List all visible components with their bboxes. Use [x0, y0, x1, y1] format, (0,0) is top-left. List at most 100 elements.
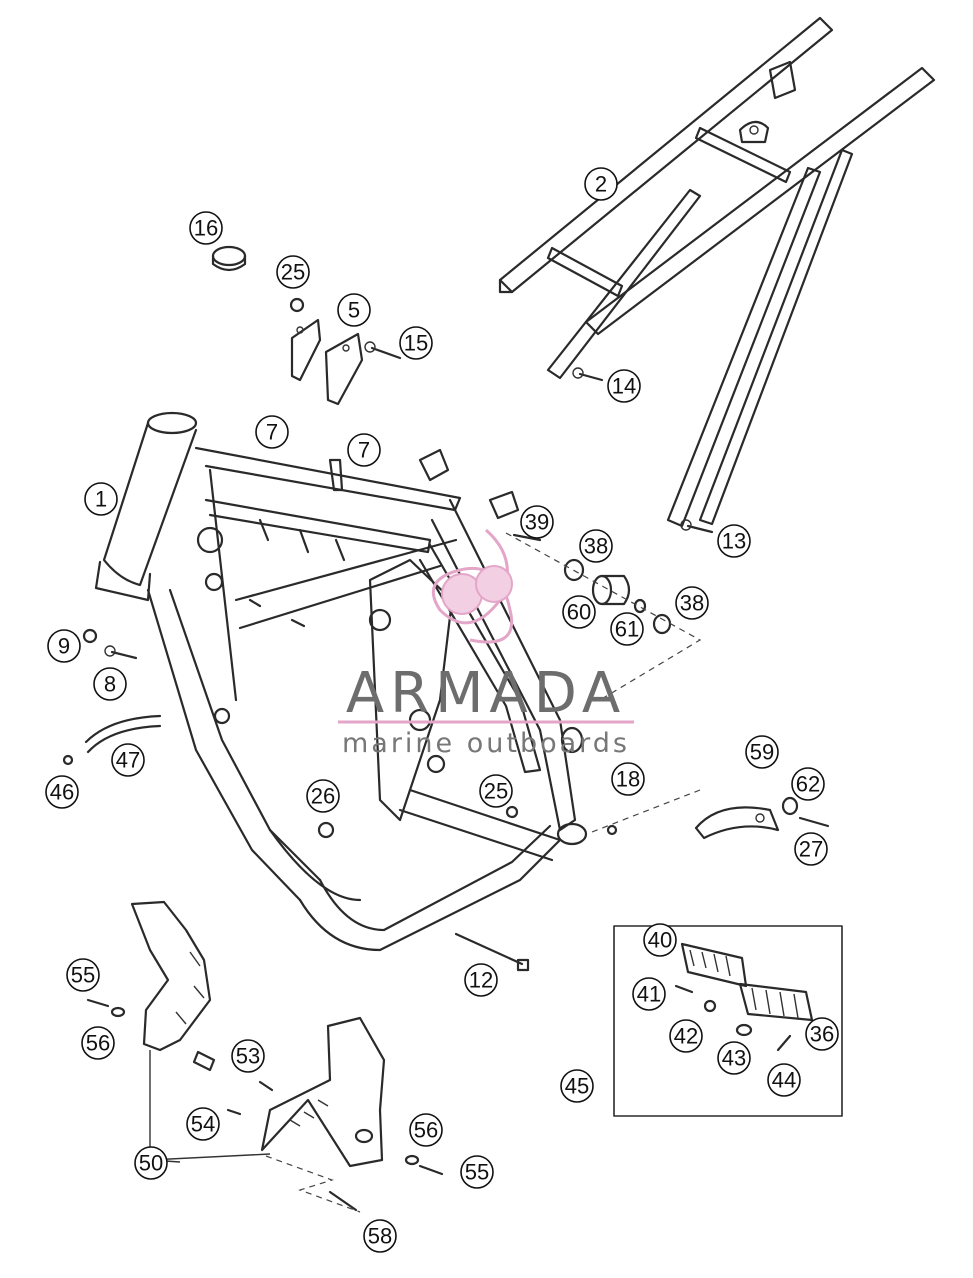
- callout-62-text: 62: [796, 772, 820, 797]
- callout-44: 44: [767, 1063, 801, 1097]
- cap-16: [211, 245, 247, 272]
- callout-43: 43: [717, 1041, 751, 1075]
- callout-40: 40: [643, 923, 677, 957]
- callout-9: 9: [47, 629, 81, 663]
- callout-58: 58: [363, 1219, 397, 1253]
- callout-27-text: 27: [799, 837, 823, 862]
- callout-38b-text: 38: [680, 591, 704, 616]
- washer-56-right: [404, 1154, 420, 1166]
- footpeg-kit-box: [613, 925, 843, 1117]
- callout-7a: 7: [255, 415, 289, 449]
- callout-16-text: 16: [194, 216, 218, 241]
- callout-56b: 56: [409, 1113, 443, 1147]
- callout-45: 45: [560, 1069, 594, 1103]
- callout-46: 46: [45, 775, 79, 809]
- bracket-5: [290, 318, 364, 406]
- callout-7b: 7: [347, 433, 381, 467]
- callout-5: 5: [337, 293, 371, 327]
- callout-39-text: 39: [525, 510, 549, 535]
- callout-55b: 55: [460, 1155, 494, 1189]
- callout-56a-text: 56: [86, 1031, 110, 1056]
- callout-16: 16: [189, 211, 223, 245]
- subframe: [498, 16, 936, 528]
- callout-27: 27: [794, 832, 828, 866]
- frame-protector-right: [260, 1016, 386, 1168]
- plug-18: [606, 824, 618, 836]
- callout-13: 13: [717, 524, 751, 558]
- frame-protector-left: [130, 900, 212, 1052]
- screw-58: [328, 1190, 358, 1212]
- main-frame: [94, 411, 588, 952]
- callout-18-text: 18: [616, 767, 640, 792]
- callout-47: 47: [111, 743, 145, 777]
- callout-43-text: 43: [722, 1046, 746, 1071]
- callout-8: 8: [93, 667, 127, 701]
- callout-54-text: 54: [191, 1112, 215, 1137]
- callout-2-text: 2: [595, 172, 607, 197]
- callout-36-text: 36: [810, 1022, 834, 1047]
- nut-25-top: [289, 297, 305, 313]
- spacer-53: [192, 1050, 216, 1072]
- callout-25b-text: 25: [484, 779, 508, 804]
- callout-26-text: 26: [311, 784, 335, 809]
- spring-42: [703, 999, 717, 1013]
- screw-55-right: [418, 1164, 444, 1176]
- callout-14-text: 14: [612, 374, 636, 399]
- watermark-subtitle: marine outboards: [342, 728, 630, 759]
- callout-55b-text: 55: [465, 1160, 489, 1185]
- callout-1-text: 1: [95, 487, 107, 512]
- callout-42-text: 42: [674, 1024, 698, 1049]
- screw-55-left: [86, 998, 110, 1008]
- callout-38a: 38: [579, 529, 613, 563]
- callout-56a: 56: [81, 1026, 115, 1060]
- washer-43: [735, 1023, 753, 1037]
- bushing-38a: [563, 558, 585, 582]
- sleeve-61: [633, 598, 647, 614]
- callout-26: 26: [306, 779, 340, 813]
- watermark-petal-icon: [475, 565, 513, 603]
- callout-53: 53: [231, 1039, 265, 1073]
- callout-58-text: 58: [368, 1224, 392, 1249]
- hose-47: [84, 714, 162, 754]
- watermark-title: ARMADA: [346, 661, 626, 726]
- callout-47-text: 47: [116, 748, 140, 773]
- callout-39: 39: [520, 505, 554, 539]
- callout-55a-text: 55: [71, 963, 95, 988]
- callout-40-text: 40: [648, 928, 672, 953]
- callout-45-text: 45: [565, 1074, 589, 1099]
- callout-41-text: 41: [637, 982, 661, 1007]
- cotter-44: [776, 1034, 792, 1052]
- callout-36: 36: [805, 1017, 839, 1051]
- callout-59-text: 59: [750, 740, 774, 765]
- callout-15-text: 15: [404, 331, 428, 356]
- callout-50-text: 50: [139, 1151, 163, 1176]
- bolt-39: [512, 533, 542, 542]
- callout-38b: 38: [675, 586, 709, 620]
- callout-1: 1: [84, 482, 118, 516]
- nut-25-mid: [505, 805, 519, 819]
- callout-60: 60: [562, 595, 596, 629]
- callout-2: 2: [584, 167, 618, 201]
- callout-15: 15: [399, 326, 433, 360]
- callout-53-text: 53: [236, 1044, 260, 1069]
- callout-9-text: 9: [58, 634, 70, 659]
- callout-42: 42: [669, 1019, 703, 1053]
- washer-56-left: [110, 1006, 126, 1018]
- nut-9: [82, 628, 98, 644]
- callout-18: 18: [611, 762, 645, 796]
- callout-54: 54: [186, 1107, 220, 1141]
- bolt-8: [104, 645, 138, 660]
- callout-46-text: 46: [50, 780, 74, 805]
- callout-13-text: 13: [722, 529, 746, 554]
- callout-55a: 55: [66, 958, 100, 992]
- bolt-12: [454, 932, 530, 972]
- bolt-14: [572, 367, 604, 382]
- callout-61-text: 61: [615, 617, 639, 642]
- callout-8-text: 8: [104, 672, 116, 697]
- callout-12: 12: [464, 963, 498, 997]
- clamp-46: [62, 754, 74, 766]
- callout-56b-text: 56: [414, 1118, 438, 1143]
- bolt-13: [680, 519, 714, 534]
- callout-38a-text: 38: [584, 534, 608, 559]
